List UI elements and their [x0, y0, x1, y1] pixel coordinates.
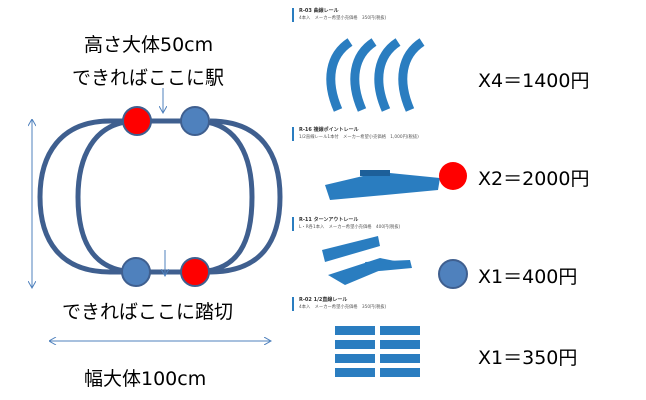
height-label: 高さ大体50cm: [84, 34, 214, 56]
price-point: X2＝2000円: [478, 168, 590, 190]
blue-dot-turnout: [180, 106, 210, 136]
price-straight: X1＝350円: [478, 347, 578, 369]
product-subtitle: 4本入 メーカー希望小売価格 350円(税抜): [299, 305, 387, 310]
inner-loop: [75, 118, 283, 275]
product-subtitle: 1/2直線レール1本付 メーカー希望小売価格 1,000円(税抜): [299, 135, 419, 140]
turnout-rail-image: [322, 236, 412, 285]
product-title: R-11 ターンアウトレール: [299, 217, 359, 223]
product-subtitle: L・R各1本入 メーカー希望小売価格 400円(税抜): [299, 225, 401, 230]
width-label: 幅大体100cm: [84, 368, 207, 390]
price-turnout: X1＝400円: [478, 266, 578, 288]
red-dot-point: [122, 106, 152, 136]
product-subtitle: 4本入 メーカー希望小売価格 350円(税抜): [299, 16, 387, 21]
blue-dot-legend: [438, 259, 468, 289]
blue-dot-turnout: [121, 257, 151, 287]
double-point-rail-image: [325, 170, 440, 200]
station-label: できればここに駅: [72, 67, 225, 89]
product-title: R-02 1/2直線レール: [299, 297, 348, 303]
curved-rail-image: [326, 38, 425, 112]
red-dot-legend: [439, 162, 467, 190]
half-straight-rail-image: [335, 326, 420, 377]
outer-loop: [37, 118, 255, 275]
product-title: R-03 曲線レール: [299, 8, 339, 14]
product-title: R-16 複線ポイントレール: [299, 127, 359, 133]
price-curved: X4＝1400円: [478, 70, 590, 92]
red-dot-point: [180, 257, 210, 287]
crossing-label: できればここに踏切: [62, 301, 234, 323]
